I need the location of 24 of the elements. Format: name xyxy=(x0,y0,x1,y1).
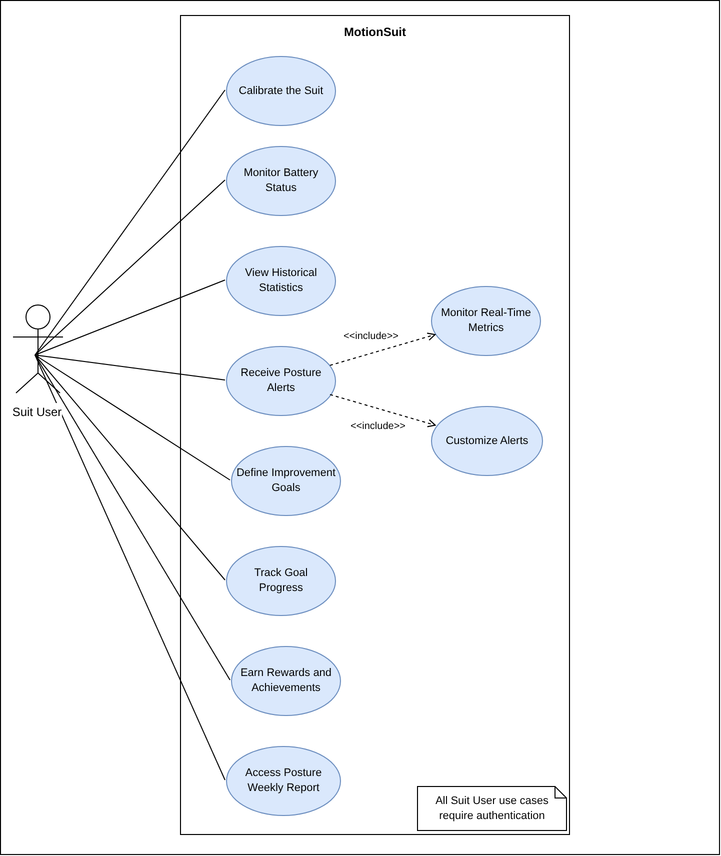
use-case-label: Earn Rewards and Achievements xyxy=(239,666,333,696)
system-boundary xyxy=(180,15,570,835)
association-line xyxy=(34,354,230,680)
use-case-label: Track Goal Progress xyxy=(253,566,309,596)
use-case-label: Monitor Real-Time Metrics xyxy=(440,306,532,336)
use-case-label: Receive Posture Alerts xyxy=(240,366,322,396)
association-line xyxy=(34,354,226,580)
use-case-label: Calibrate the Suit xyxy=(238,84,324,98)
note-text: All Suit User use cases require authentication xyxy=(434,794,550,824)
include-arrow xyxy=(330,394,436,428)
note xyxy=(417,786,567,831)
association-line xyxy=(34,354,230,480)
system-title: MotionSuit xyxy=(343,24,407,41)
association-line xyxy=(34,354,226,780)
use-case-label: Access Posture Weekly Report xyxy=(244,766,323,796)
use-case-label: Customize Alerts xyxy=(444,434,530,448)
use-case-label: Define Improvement Goals xyxy=(235,466,337,496)
association-line xyxy=(34,280,226,356)
include-arrow xyxy=(329,332,436,366)
use-case-label: View Historical Statistics xyxy=(244,266,318,296)
association-line xyxy=(34,90,226,356)
association-line xyxy=(34,180,226,356)
use-case-label: Monitor Battery Status xyxy=(242,166,320,196)
association-line xyxy=(34,354,226,380)
